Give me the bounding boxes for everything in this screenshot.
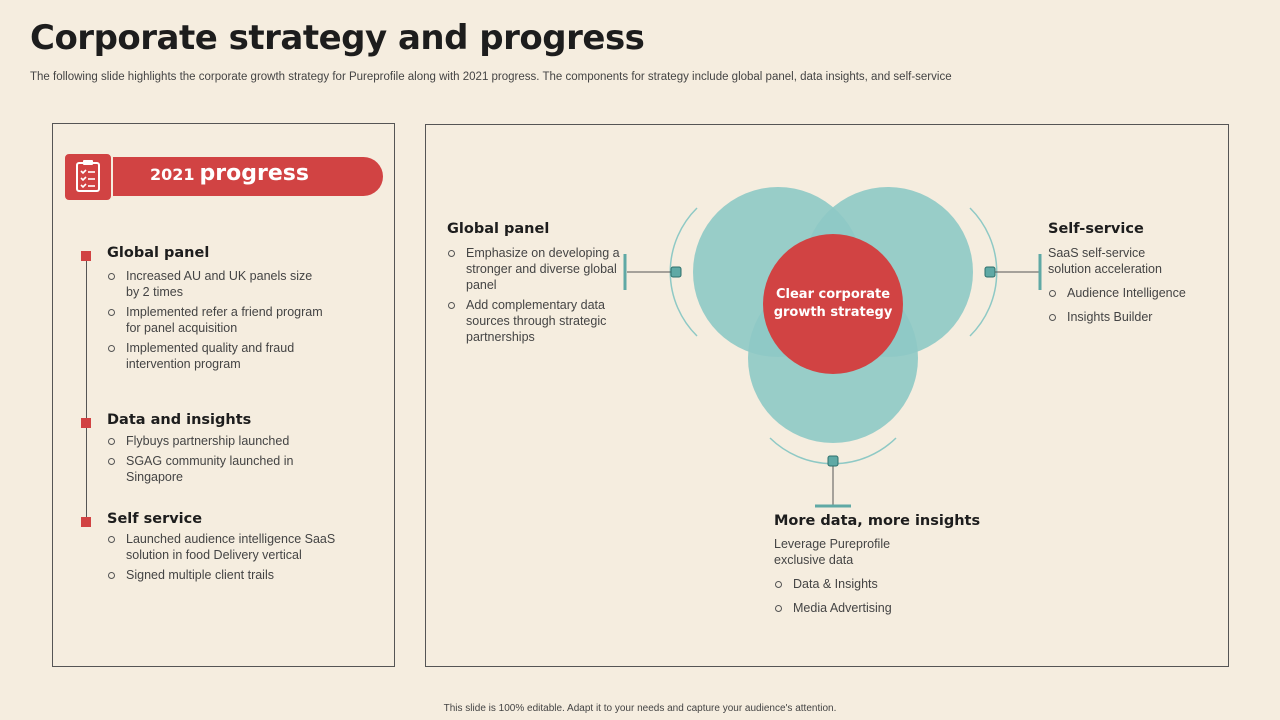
center-label: Clear corporate growth strategy [773, 287, 893, 320]
timeline-marker [81, 418, 91, 428]
strategy-global-list: Emphasize on developing a stronger and d… [447, 245, 622, 349]
progress-section-heading: Data and insights [107, 412, 252, 428]
page-subtitle: The following slide highlights the corpo… [30, 71, 952, 83]
strategy-panel [425, 124, 1229, 667]
strategy-more-data-intro: Leverage Pureprofile exclusive data [774, 537, 891, 567]
progress-section-list: Launched audience intelligence SaaS solu… [107, 531, 367, 587]
connector-right-node [984, 266, 996, 278]
clipboard-checklist-icon [63, 152, 113, 202]
progress-banner-word: progress [199, 161, 309, 186]
list-item: Media Advertising [774, 600, 944, 616]
progress-section-list: Flybuys partnership launched SGAG commun… [107, 433, 337, 489]
strategy-more-data-list: Data & Insights Media Advertising [774, 576, 944, 620]
list-item: Signed multiple client trails [107, 567, 367, 583]
progress-section-list: Increased AU and UK panels size by 2 tim… [107, 268, 327, 376]
center-circle [763, 234, 903, 374]
list-item: Increased AU and UK panels size by 2 tim… [107, 268, 327, 300]
list-item: Flybuys partnership launched [107, 433, 337, 449]
page-title: Corporate strategy and progress [30, 18, 645, 58]
strategy-self-service-heading: Self-service [1048, 221, 1144, 237]
list-item: Launched audience intelligence SaaS solu… [107, 531, 367, 563]
connector-left-node [670, 266, 682, 278]
progress-section-heading: Self service [107, 511, 203, 527]
connector-bottom-node [827, 455, 839, 467]
progress-panel [52, 123, 395, 667]
list-item: Emphasize on developing a stronger and d… [447, 245, 622, 293]
list-item: Implemented quality and fraud interventi… [107, 340, 327, 372]
progress-section-heading: Global panel [107, 245, 210, 261]
list-item: Data & Insights [774, 576, 944, 592]
list-item: Audience Intelligence [1048, 285, 1218, 301]
timeline-marker [81, 251, 91, 261]
list-item: SGAG community launched in Singapore [107, 453, 337, 485]
strategy-global-heading: Global panel [447, 221, 550, 237]
timeline-line [86, 256, 87, 522]
list-item: Add complementary data sources through s… [447, 297, 622, 345]
strategy-more-data-heading: More data, more insights [774, 513, 981, 529]
strategy-self-service-intro: SaaS self-service solution acceleration [1048, 246, 1162, 276]
list-item: Implemented refer a friend program for p… [107, 304, 327, 336]
footer-note: This slide is 100% editable. Adapt it to… [443, 703, 837, 714]
timeline-marker [81, 517, 91, 527]
strategy-self-service-list: Audience Intelligence Insights Builder [1048, 285, 1218, 329]
list-item: Insights Builder [1048, 309, 1218, 325]
progress-banner-year: 2021 [150, 165, 195, 184]
